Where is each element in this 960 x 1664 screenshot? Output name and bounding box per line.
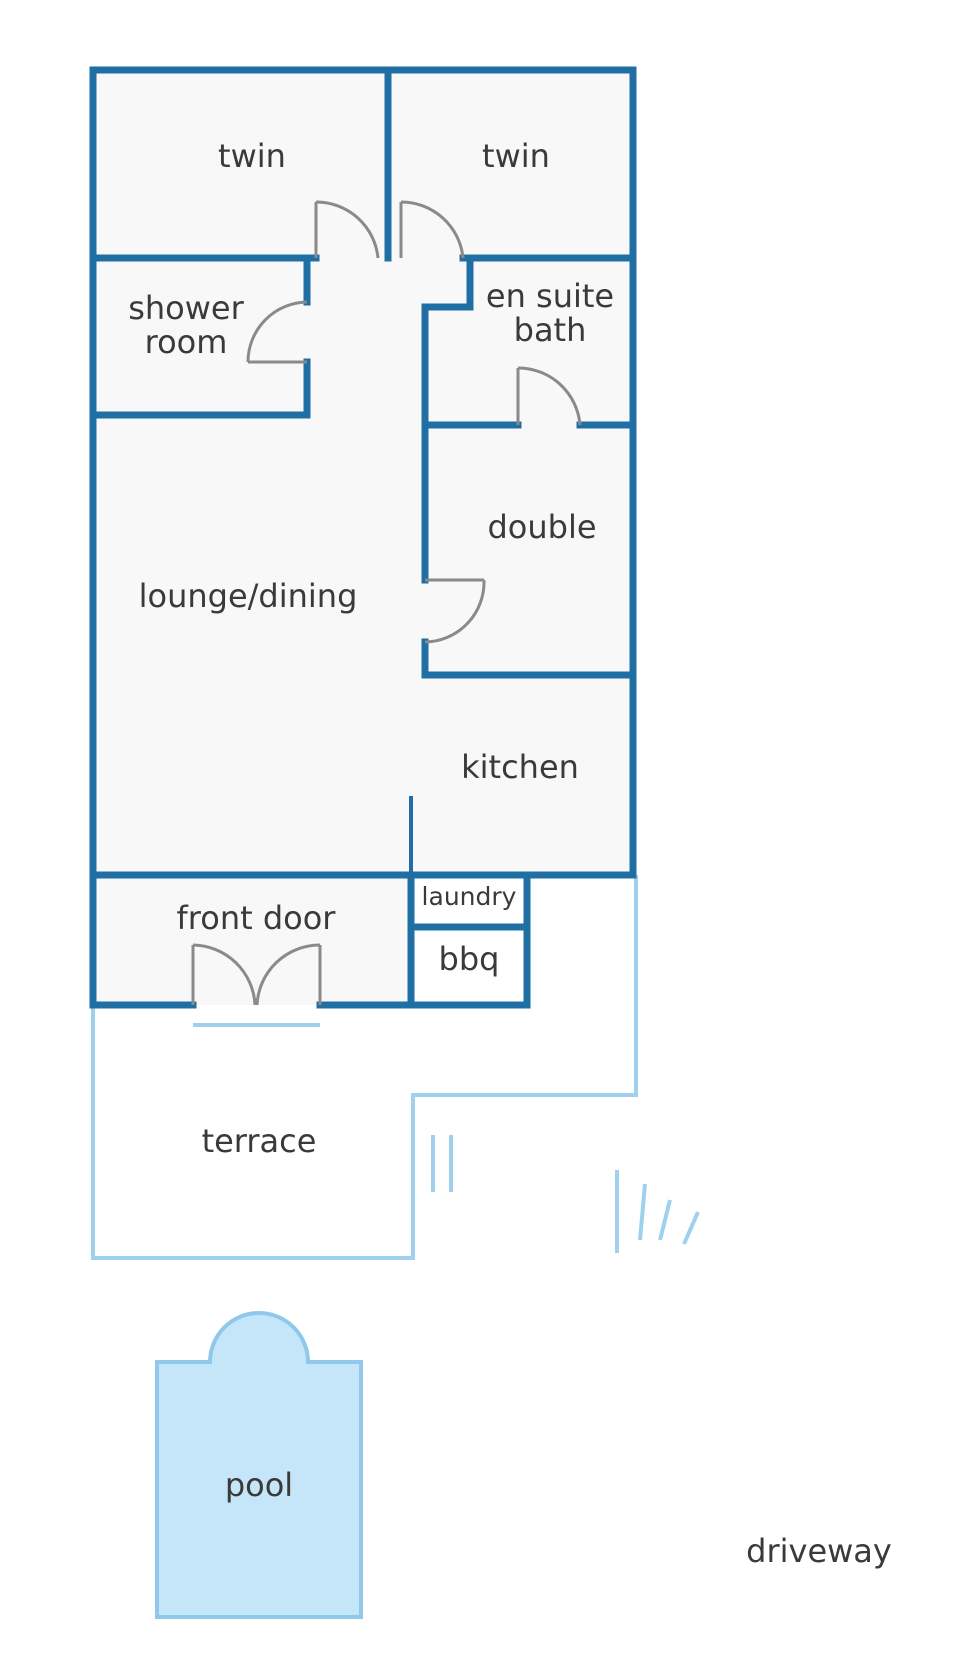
room-label-front-door: front door [177,899,337,937]
room-label-terrace: terrace [202,1122,317,1160]
room-label-kitchen: kitchen [461,748,579,786]
area-label-driveway: driveway [746,1532,892,1570]
doors [191,200,582,1006]
terrace-outline [91,875,638,1260]
interior-floor [93,70,633,1005]
room-label-shower-line1: shower [128,289,244,327]
room-label-twin-left: twin [218,137,286,175]
room-label-pool: pool [225,1466,293,1504]
room-label-twin-right: twin [482,137,550,175]
walls [89,66,637,1009]
room-label-en-suite-line1: en suite [486,277,614,315]
room-label-en-suite-line2: bath [514,311,587,349]
room-label-lounge-dining: lounge/dining [139,577,358,615]
room-label-laundry: laundry [422,882,517,911]
room-label-bbq: bbq [439,940,500,978]
room-label-shower-line2: room [145,323,228,361]
pool-shape [155,1311,363,1619]
room-label-double: double [487,508,596,546]
driveway-marks [431,1135,700,1253]
